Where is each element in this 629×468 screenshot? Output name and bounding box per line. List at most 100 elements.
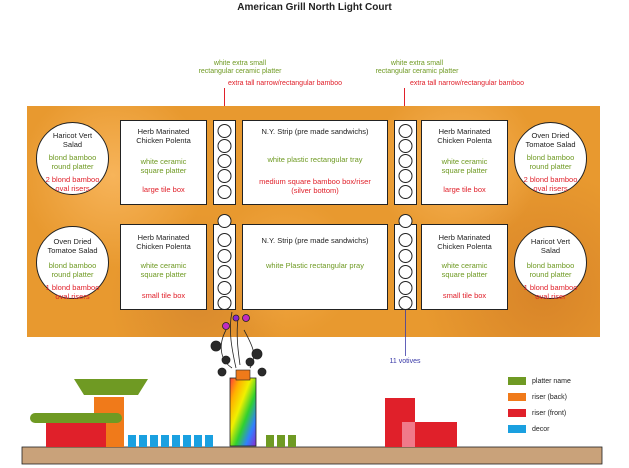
legend-label: decor [532, 425, 550, 433]
platter-type: white ceramic square platter [140, 157, 187, 175]
callout-left-riser: extra tall narrow/rectangular bamboo [227, 80, 342, 87]
platter-riser: large tile box [443, 185, 486, 194]
votive-icon [217, 296, 232, 310]
platter-name: N.Y. Strip (pre made sandwichs) [261, 127, 369, 136]
platter-type: white ceramic square platter [441, 157, 488, 175]
platter-riser: 2 blond bamboo oval risers [523, 175, 578, 193]
legend-item-riser-front: riser (front) [508, 405, 571, 421]
plate-ny-strip-top: N.Y. Strip (pre made sandwichs) white pl… [242, 120, 388, 205]
platter-name: Herb Marinated Chicken Polenta [437, 127, 492, 145]
platter-type: blond bamboo round platter [48, 153, 97, 171]
plate-ny-strip-bottom: N.Y. Strip (pre made sandwichs) white Pl… [242, 224, 388, 310]
plate-tomato-salad-bottom: Oven Dried Tomatoe Salad blond bamboo ro… [36, 226, 109, 301]
plate-chicken-polenta-top-left: Herb Marinated Chicken Polenta white cer… [120, 120, 207, 205]
platter-name: Oven Dried Tomatoe Salad [47, 237, 98, 255]
legend-swatch [508, 393, 526, 401]
platter-type: blond bamboo round platter [526, 261, 575, 279]
riser-green-tray [74, 379, 148, 395]
floral-arrangement-icon [210, 311, 267, 377]
votive-icon [217, 139, 232, 153]
decor-votives-left [128, 435, 213, 447]
legend-swatch [508, 377, 526, 385]
votive-icon [398, 169, 413, 183]
platter-type: white Plastic rectangular pray [266, 261, 364, 270]
page-title: American Grill North Light Court [237, 2, 392, 13]
platter-name: Herb Marinated Chicken Polenta [136, 127, 191, 145]
legend-label: riser (back) [532, 393, 568, 401]
votive-icon [398, 296, 413, 310]
votive-icon [398, 249, 413, 263]
vase-decor [229, 377, 257, 447]
table-elevation-floor [21, 446, 603, 465]
riser-front-red-low [415, 422, 457, 447]
votive-icon [398, 281, 413, 295]
platter-type: white plastic rectangular tray [267, 155, 363, 164]
votive-group-right-top [398, 124, 413, 199]
votive-group-left-middle [217, 214, 232, 228]
platter-name: Herb Marinated Chicken Polenta [437, 233, 492, 251]
legend-swatch [508, 409, 526, 417]
vase-stand [235, 369, 251, 381]
platter-riser: 1 blond bamboo oval riser [523, 283, 578, 301]
legend-label: riser (front) [532, 409, 567, 417]
votive-group-right-bottom [398, 233, 413, 310]
callout-right-leader [404, 88, 405, 108]
platter-type: white ceramic square platter [441, 261, 488, 279]
platter-name: Haricot Vert Salad [52, 131, 93, 149]
votive-group-left-bottom [217, 233, 232, 310]
plate-haricot-vert-top: Haricot Vert Salad blond bamboo round pl… [36, 122, 109, 195]
riser-front-red-left [46, 423, 106, 447]
votive-icon [398, 185, 413, 199]
callout-right-riser: extra tall narrow/rectangular bamboo [409, 80, 524, 87]
legend-item-decor: decor [508, 421, 571, 437]
platter-riser: large tile box [142, 185, 185, 194]
platter-name: Herb Marinated Chicken Polenta [136, 233, 191, 251]
plate-chicken-polenta-bottom-left: Herb Marinated Chicken Polenta white cer… [120, 224, 207, 310]
platter-riser: 2 blond bamboo oval risers [45, 175, 100, 193]
legend: platter name riser (back) riser (front) … [508, 373, 571, 437]
votive-icon [398, 214, 413, 228]
riser-green-oval [30, 413, 122, 423]
platter-type: blond bamboo round platter [48, 261, 97, 279]
votive-icon [217, 281, 232, 295]
votive-group-left-top [217, 124, 232, 199]
decor-green-items [266, 435, 296, 447]
plate-chicken-polenta-top-right: Herb Marinated Chicken Polenta white cer… [421, 120, 508, 205]
votive-icon [398, 139, 413, 153]
platter-type: white ceramic square platter [140, 261, 187, 279]
callout-left-platter: white extra small rectangular ceramic pl… [198, 60, 282, 75]
legend-label: platter name [532, 377, 571, 385]
legend-item-platter: platter name [508, 373, 571, 389]
legend-item-riser-back: riser (back) [508, 389, 571, 405]
votive-icon [217, 249, 232, 263]
votive-icon [217, 214, 232, 228]
votive-icon [398, 233, 413, 247]
votives-label: 11 votives [389, 358, 421, 365]
callout-left-leader [224, 88, 225, 108]
votive-icon [217, 185, 232, 199]
platter-name: N.Y. Strip (pre made sandwichs) [261, 236, 369, 245]
votive-group-right-middle [398, 214, 413, 228]
votive-icon [398, 124, 413, 138]
votive-icon [217, 265, 232, 279]
votive-icon [217, 233, 232, 247]
callout-right-platter: white extra small rectangular ceramic pl… [375, 60, 459, 75]
votive-icon [398, 265, 413, 279]
platter-riser: 1 blond bamboo oval risers [45, 283, 100, 301]
riser-pink-accent [402, 422, 415, 447]
votive-icon [217, 124, 232, 138]
platter-riser: small tile box [141, 291, 186, 300]
plate-chicken-polenta-bottom-right: Herb Marinated Chicken Polenta white cer… [421, 224, 508, 310]
votive-icon [217, 154, 232, 168]
platter-riser: small tile box [442, 291, 487, 300]
plate-haricot-vert-bottom: Haricot Vert Salad blond bamboo round pl… [514, 226, 587, 301]
plate-tomato-salad-top: Oven Dried Tomatoe Salad blond bamboo ro… [514, 122, 587, 195]
votive-icon [217, 169, 232, 183]
platter-name: Haricot Vert Salad [530, 237, 571, 255]
votive-icon [398, 154, 413, 168]
legend-swatch [508, 425, 526, 433]
platter-name: Oven Dried Tomatoe Salad [525, 131, 576, 149]
platter-riser: medium square bamboo box/riser (silver b… [259, 177, 371, 195]
platter-type: blond bamboo round platter [526, 153, 575, 171]
